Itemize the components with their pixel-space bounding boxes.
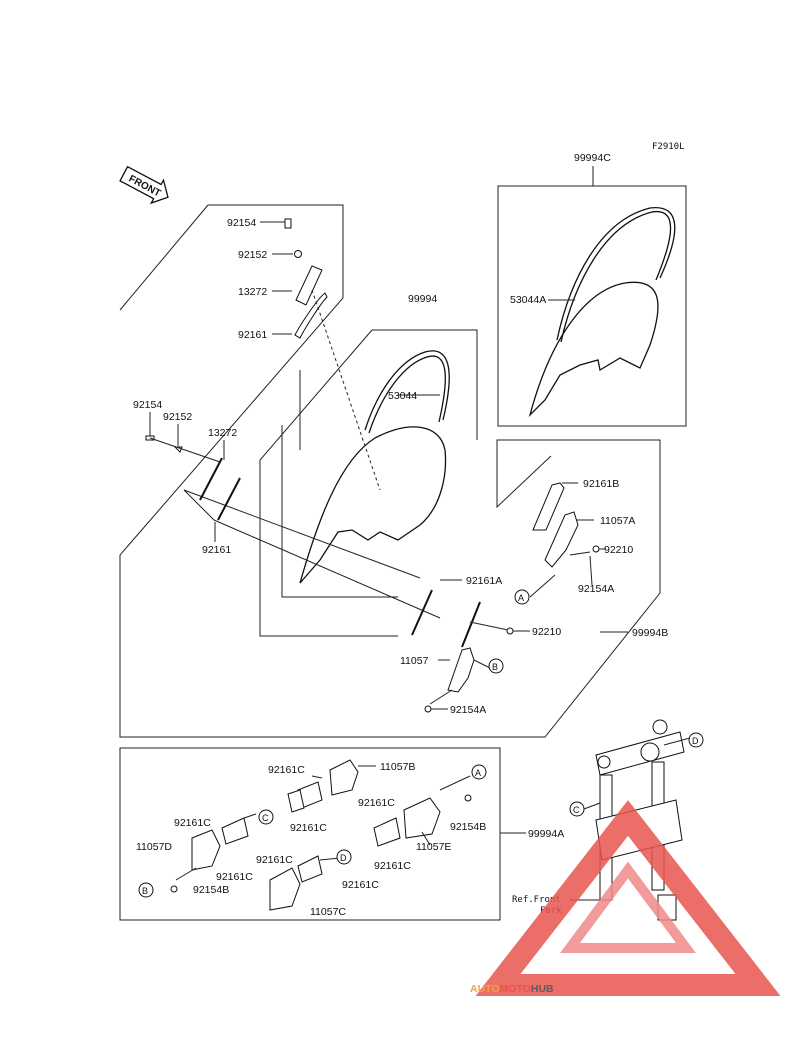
figure-code: F2910L xyxy=(652,142,685,152)
label-92161-left: 92161 xyxy=(202,544,231,556)
label-92210-right: 92210 xyxy=(604,544,633,556)
top-hardware xyxy=(260,218,381,491)
label-11057A: 11057A xyxy=(600,515,635,527)
label-53044: 53044 xyxy=(388,390,417,402)
label-92152-top: 92152 xyxy=(238,249,267,261)
svg-text:B: B xyxy=(492,662,498,672)
callout-b: B B xyxy=(138,658,504,898)
callout-d: D D xyxy=(336,732,704,865)
label-11057C: 11057C xyxy=(310,906,346,918)
svg-text:A: A xyxy=(518,593,524,603)
label-13272-left: 13272 xyxy=(208,427,237,439)
label-92161C-7: 92161C xyxy=(256,854,293,866)
main-assembly-outline xyxy=(119,204,661,738)
clamp-kit-box xyxy=(119,747,526,921)
label-92152-left: 92152 xyxy=(163,411,192,423)
label-99994B: 99994B xyxy=(632,627,668,639)
label-13272-top: 13272 xyxy=(238,286,267,298)
label-11057E: 11057E xyxy=(416,841,451,853)
callout-a: A A xyxy=(471,589,530,780)
label-92161C-2: 92161C xyxy=(290,822,327,834)
label-99994C: 99994C xyxy=(574,152,611,164)
inset-99994C xyxy=(497,166,687,427)
svg-text:B: B xyxy=(142,886,148,896)
label-53044A: 53044A xyxy=(510,294,546,306)
front-arrow-icon: FRONT xyxy=(119,165,169,205)
main-screen xyxy=(299,350,450,584)
label-92161C-4: 92161C xyxy=(174,817,211,829)
ref-front-fork-label-1: Ref.Front xyxy=(512,895,561,905)
watermark-text: AUTOMOTOHUB xyxy=(470,983,554,995)
label-92154-left: 92154 xyxy=(133,399,162,411)
svg-text:C: C xyxy=(573,805,580,815)
label-99994: 99994 xyxy=(408,293,437,305)
svg-text:C: C xyxy=(262,813,269,823)
label-92210-mid: 92210 xyxy=(532,626,561,638)
label-92161C-8: 92161C xyxy=(342,879,379,891)
label-92161C-5: 92161C xyxy=(216,871,253,883)
label-11057D: 11057D xyxy=(136,841,172,853)
label-11057: 11057 xyxy=(400,655,429,667)
callout-c: C C xyxy=(258,801,585,825)
label-92154A-bottom: 92154A xyxy=(450,704,486,716)
watermark-logo xyxy=(475,800,781,996)
label-92154-top: 92154 xyxy=(227,217,256,229)
label-92154A-right: 92154A xyxy=(578,583,614,595)
label-99994A: 99994A xyxy=(528,828,564,840)
label-92154B-right: 92154B xyxy=(450,821,486,833)
label-92161C-1: 92161C xyxy=(268,764,305,776)
svg-text:D: D xyxy=(340,853,347,863)
label-92161B: 92161B xyxy=(583,478,619,490)
left-hardware xyxy=(145,412,441,619)
mid-hardware xyxy=(411,482,606,713)
label-92161C-3: 92161C xyxy=(358,797,395,809)
label-11057B: 11057B xyxy=(380,761,415,773)
label-92154B-left: 92154B xyxy=(193,884,229,896)
label-92161A: 92161A xyxy=(466,575,502,587)
label-92161-top: 92161 xyxy=(238,329,267,341)
label-92161C-6: 92161C xyxy=(374,860,411,872)
svg-text:D: D xyxy=(692,736,699,746)
svg-text:A: A xyxy=(475,768,481,778)
